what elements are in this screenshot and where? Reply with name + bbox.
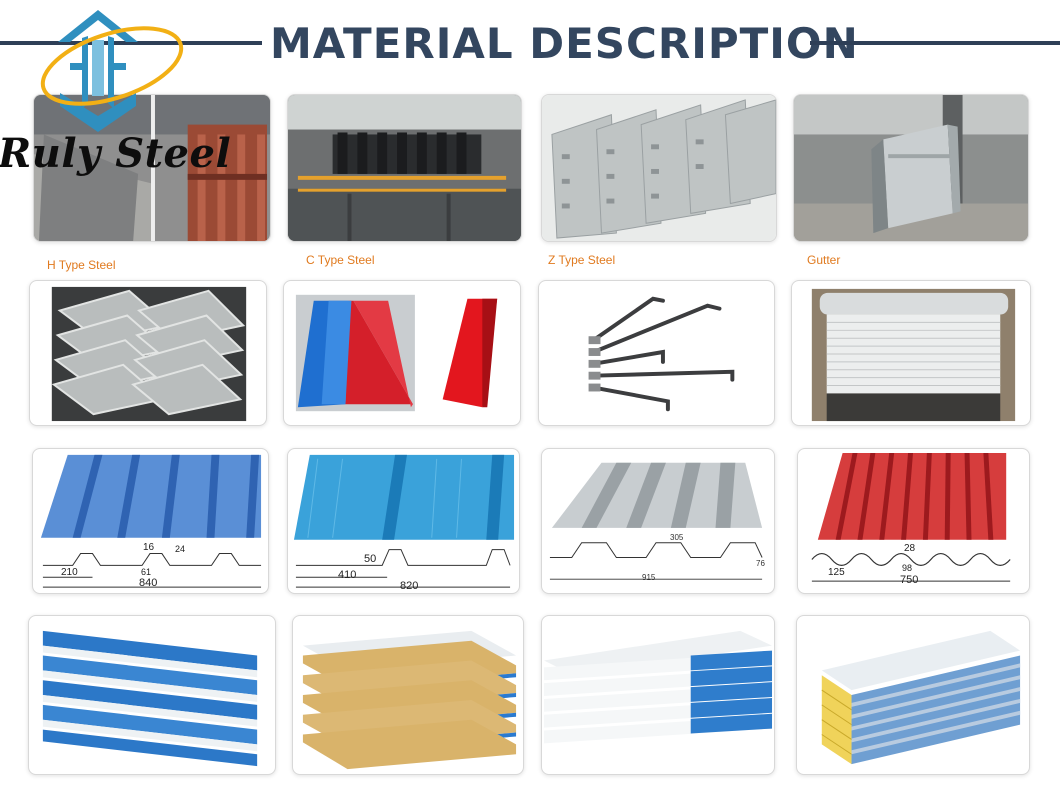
- product-card-rolling-door: [791, 280, 1031, 426]
- product-card-h-type-steel: [33, 94, 271, 242]
- glasswool-sandwich-panel-photo: [821, 630, 1021, 765]
- dim-label: 305: [670, 533, 684, 542]
- product-card-roof-sheet-840: 16 24 210 61 840: [32, 448, 269, 594]
- angle-steel-photo: [51, 286, 247, 422]
- roof-sheet-820-photo: [293, 454, 515, 588]
- dim-label: 750: [900, 574, 919, 586]
- ridge-cap-photo: [295, 294, 498, 412]
- dim-label: 820: [400, 580, 419, 592]
- product-caption: H Type Steel: [47, 258, 116, 272]
- rolling-door-photo: [811, 288, 1016, 422]
- rockwool-sandwich-panel-photo: [302, 630, 517, 770]
- product-card-pu-sandwich-panel: [541, 615, 775, 775]
- roof-sheet-750-photo: [811, 452, 1011, 582]
- product-card-floor-deck: 305 76 915: [541, 448, 775, 594]
- header-line-left: [0, 41, 262, 45]
- product-card-gutter: [793, 94, 1029, 242]
- product-card-angle-steel: [29, 280, 267, 426]
- z-purlin-photo: [542, 95, 776, 241]
- dim-label: 210: [61, 567, 78, 578]
- product-card-z-type-steel: [541, 94, 777, 242]
- product-card-anchor-bolt: [538, 280, 775, 426]
- header-line-right: [810, 41, 1060, 45]
- dim-label: 840: [139, 577, 158, 589]
- dim-label: 24: [175, 544, 186, 554]
- dim-label: 125: [828, 567, 845, 578]
- h-beam-photo: [34, 95, 270, 241]
- page-title: MATERIAL DESCRIPTION: [270, 19, 859, 68]
- c-purlin-photo: [288, 95, 521, 241]
- product-card-glasswool-sandwich-panel: [796, 615, 1030, 775]
- dim-label: 76: [756, 559, 765, 568]
- product-card-c-type-steel: [287, 94, 522, 242]
- dim-label: 50: [364, 553, 377, 565]
- product-caption: Z Type Steel: [548, 253, 616, 267]
- product-caption: C Type Steel: [306, 253, 375, 267]
- product-card-ridge-cap: [283, 280, 521, 426]
- roof-sheet-840-photo: [40, 454, 262, 588]
- brand-name: Ruly Steel: [0, 130, 232, 177]
- anchor-bolt-photo: [588, 296, 735, 412]
- product-card-roof-sheet-750: 28 125 98 750: [797, 448, 1030, 594]
- pu-sandwich-panel-photo: [543, 630, 773, 744]
- product-caption: Gutter: [807, 253, 841, 267]
- product-card-eps-sandwich-panel: [28, 615, 276, 775]
- ruly-steel-logo: Ruly Steel: [0, 8, 250, 193]
- product-card-roof-sheet-820: 50 410 820: [287, 448, 520, 594]
- dim-label: 98: [902, 563, 913, 573]
- building-emblem-icon: [58, 10, 138, 132]
- dim-label: 28: [904, 543, 916, 554]
- dim-label: 410: [338, 569, 357, 581]
- dim-label: 915: [642, 573, 656, 582]
- eps-sandwich-panel-photo: [42, 630, 258, 767]
- floor-deck-photo: [549, 462, 763, 580]
- dim-label: 16: [143, 542, 155, 553]
- gutter-photo: [794, 95, 1028, 241]
- dim-label: 61: [141, 567, 152, 577]
- product-card-rockwool-sandwich-panel: [292, 615, 524, 775]
